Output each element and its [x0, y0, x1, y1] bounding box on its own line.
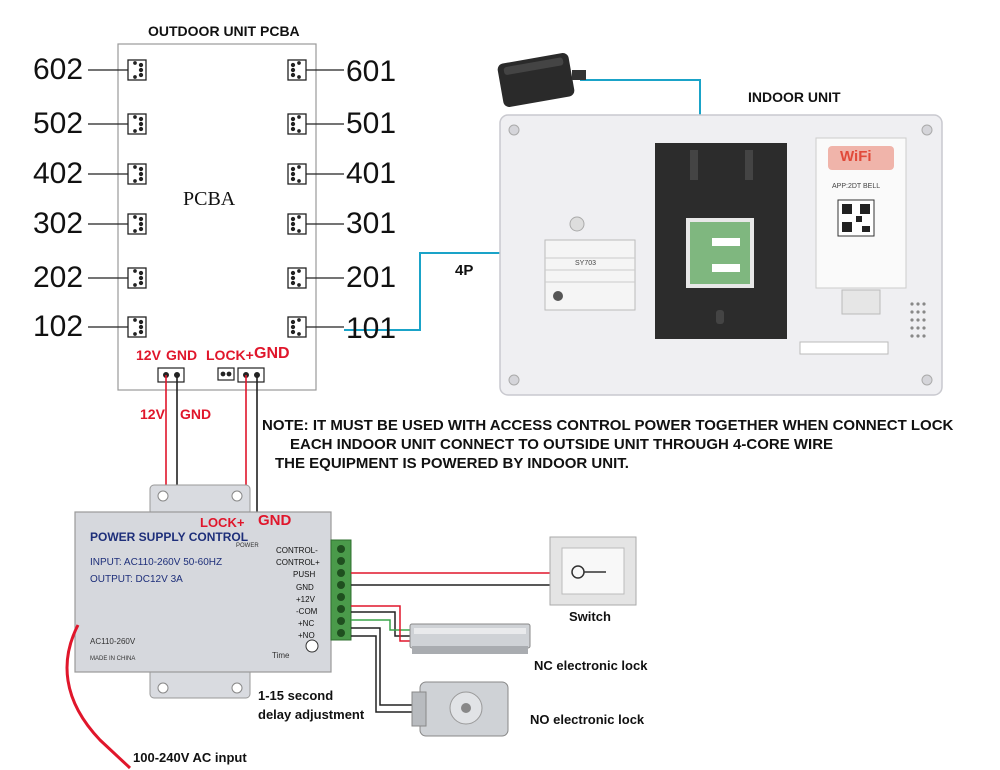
- terminal-control-minus: CONTROL-: [276, 546, 318, 555]
- terminal-12v: +12V: [296, 595, 315, 604]
- cable-4p-label: 4P: [455, 262, 474, 279]
- ps-time: Time: [272, 651, 290, 660]
- terminal-no: +NO: [298, 631, 315, 640]
- left-connectors: [88, 59, 147, 338]
- delay-label: 1-15 second delay adjustment: [258, 688, 365, 722]
- terminal-push: PUSH: [293, 570, 316, 579]
- no-lock-label: NO electronic lock: [530, 712, 645, 727]
- terminal-control-plus: CONTROL+: [276, 558, 320, 567]
- indoor-unit-body: [499, 114, 943, 396]
- ps-made: MADE IN CHINA: [90, 656, 136, 662]
- right-connectors: [287, 59, 344, 338]
- port-302: 302: [33, 207, 84, 240]
- pcba-board: [117, 43, 317, 391]
- port-401: 401: [346, 157, 397, 190]
- port-201: 201: [346, 261, 397, 294]
- pcba-lock-label: LOCK+: [206, 347, 254, 363]
- nc-magnetic-lock: [409, 623, 531, 654]
- ps-title: POWER SUPPLY CONTROL: [90, 530, 249, 544]
- ac-input-label: 100-240V AC input: [133, 750, 247, 765]
- ps-ac: AC110-260V: [90, 637, 136, 646]
- wire-nc-red: [351, 605, 410, 642]
- port-102: 102: [33, 310, 84, 343]
- ps-output: OUTPUT: DC12V 3A: [90, 574, 183, 585]
- port-301: 301: [346, 207, 397, 240]
- model-label: SY703: [575, 260, 597, 267]
- pcba-12v-label: 12V: [136, 347, 161, 363]
- ps-gnd-label: GND: [258, 512, 292, 529]
- port-501: 501: [346, 107, 397, 140]
- pcba-gnd2-label: GND: [254, 345, 290, 362]
- terminal-gnd: GND: [296, 583, 314, 592]
- power-supply-box: [74, 484, 352, 699]
- no-electronic-lock: [411, 681, 509, 737]
- note-line-1: NOTE: IT MUST BE USED WITH ACCESS CONTRO…: [262, 417, 954, 434]
- indoor-title: INDOOR UNIT: [748, 89, 841, 105]
- wire-gnd-label: GND: [180, 406, 212, 422]
- wire-nc-com: [351, 611, 410, 637]
- port-101: 101: [346, 312, 397, 345]
- port-202: 202: [33, 261, 84, 294]
- power-adapter: [497, 53, 586, 107]
- ac-cord: [65, 624, 132, 770]
- port-602: 602: [33, 53, 84, 86]
- wifi-badge: WiFi: [840, 148, 872, 165]
- ps-power: POWER: [236, 543, 259, 549]
- port-402: 402: [33, 157, 84, 190]
- outdoor-title: OUTDOOR UNIT PCBA: [148, 23, 300, 39]
- port-502: 502: [33, 107, 84, 140]
- terminal-nc: +NC: [298, 619, 315, 628]
- pcba-label: PCBA: [183, 188, 236, 210]
- wire-12v-label: 12V: [140, 406, 165, 422]
- note-line-2: EACH INDOOR UNIT CONNECT TO OUTSIDE UNIT…: [290, 436, 834, 453]
- ps-lock-label: LOCK+: [200, 515, 245, 530]
- nc-lock-label: NC electronic lock: [534, 658, 648, 673]
- note-line-3: THE EQUIPMENT IS POWERED BY INDOOR UNIT.: [275, 455, 629, 472]
- app-label: APP:2DT BELL: [832, 183, 881, 190]
- wire-no-b: [351, 635, 415, 713]
- pcba-gnd-label: GND: [166, 347, 198, 363]
- ps-input: INPUT: AC110-260V 50-60HZ: [90, 557, 223, 568]
- switch-label: Switch: [569, 609, 611, 624]
- terminal-com: -COM: [296, 607, 318, 616]
- exit-switch: [549, 536, 637, 606]
- wire-no-a: [351, 627, 415, 706]
- port-601: 601: [346, 55, 397, 88]
